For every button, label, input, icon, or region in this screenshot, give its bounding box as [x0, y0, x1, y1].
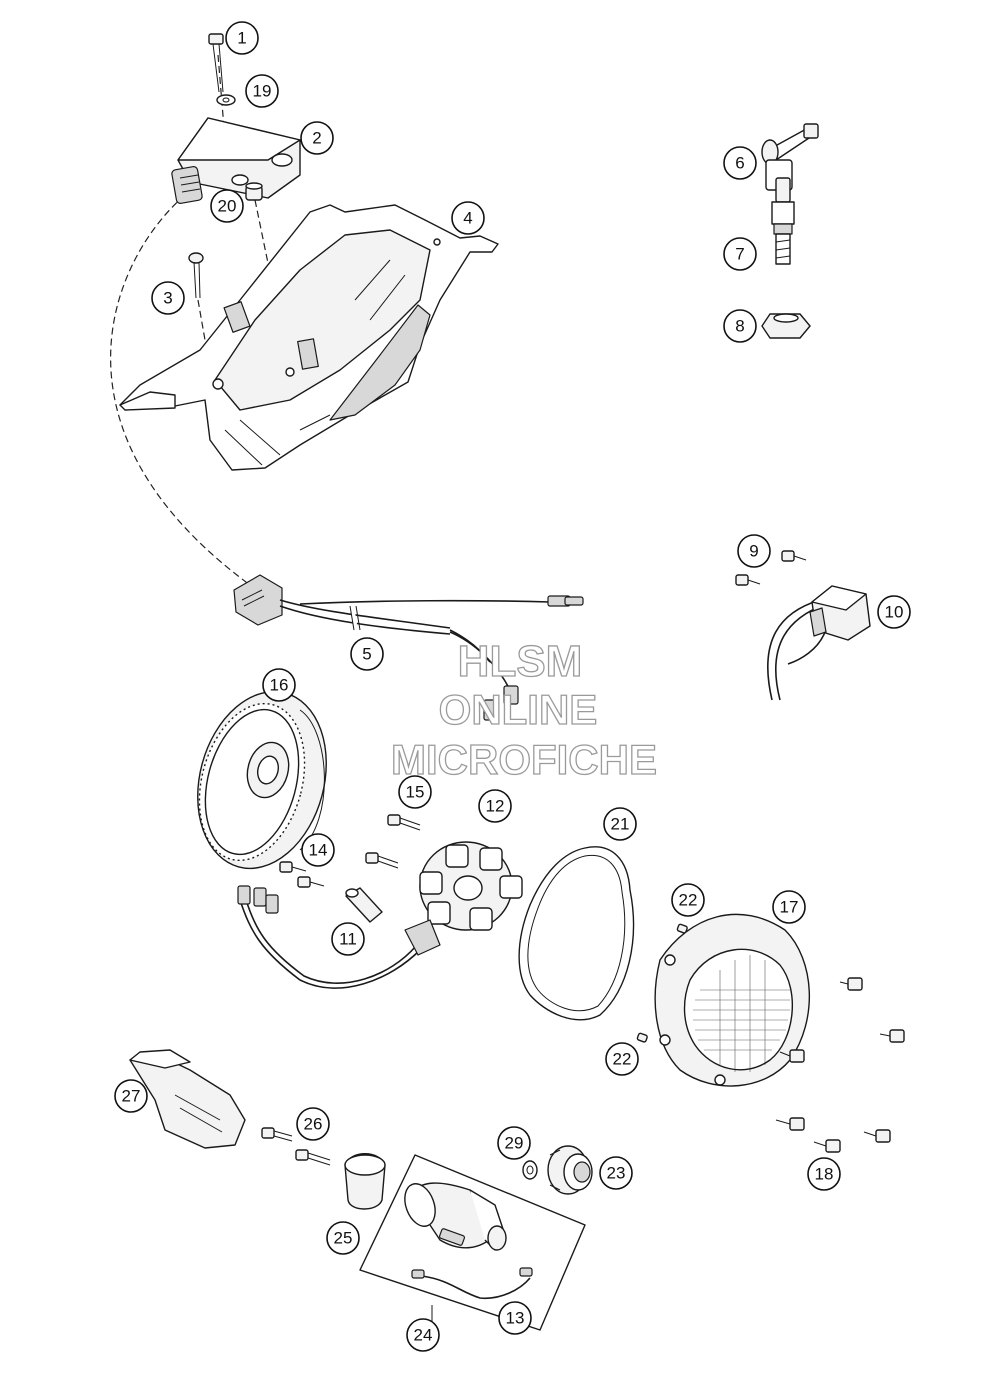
callout-21: 21: [603, 807, 637, 841]
screw-part-1: [208, 33, 224, 93]
callout-19: 19: [245, 74, 279, 108]
callout-25: 25: [326, 1221, 360, 1255]
callout-5: 5: [350, 637, 384, 671]
callout-24: 24: [406, 1318, 440, 1352]
callout-3: 3: [151, 281, 185, 315]
callout-23: 23: [599, 1156, 633, 1190]
svg-text:27: 27: [122, 1087, 141, 1106]
svg-text:9: 9: [749, 542, 758, 561]
callout-10: 10: [877, 595, 911, 629]
screw-part-9a: [781, 550, 807, 562]
gasket-inner-21: [527, 854, 626, 1012]
svg-text:22: 22: [613, 1050, 632, 1069]
svg-text:14: 14: [309, 841, 328, 860]
callout-26: 26: [296, 1107, 330, 1141]
cover-part-27: [129, 1049, 246, 1149]
callout-22a: 22: [671, 883, 705, 917]
screw-part-15b: [365, 852, 399, 869]
callout-8: 8: [723, 309, 757, 343]
svg-text:10: 10: [885, 603, 904, 622]
starter-gear-part-23: [547, 1145, 593, 1195]
ecu-part-2: [171, 117, 301, 204]
screw-part-14: [279, 861, 307, 873]
starter-motor-part-24: [404, 1182, 507, 1251]
screw-part-26b: [295, 1149, 331, 1166]
svg-text:18: 18: [815, 1165, 834, 1184]
bearing-part-29: [522, 1160, 538, 1180]
svg-text:8: 8: [735, 317, 744, 336]
spark-plug-part-7: [771, 177, 795, 265]
seal-part-8: [761, 313, 811, 339]
svg-text:24: 24: [414, 1326, 433, 1345]
svg-text:21: 21: [611, 815, 630, 834]
callout-12: 12: [478, 789, 512, 823]
stator-part-12: [237, 841, 523, 989]
svg-text:17: 17: [780, 898, 799, 917]
svg-text:19: 19: [253, 82, 272, 101]
callout-20: 20: [210, 189, 244, 223]
svg-text:26: 26: [304, 1115, 323, 1134]
svg-text:3: 3: [163, 289, 172, 308]
gasket-part-21: [518, 846, 635, 1021]
clamp-part-11: [345, 887, 383, 923]
svg-text:12: 12: [486, 797, 505, 816]
watermark-line-2: ONLINE: [439, 686, 598, 733]
watermark-line-1: HLSM: [458, 637, 583, 686]
svg-text:5: 5: [362, 645, 371, 664]
svg-text:22: 22: [679, 891, 698, 910]
screw-part-14b: [297, 876, 325, 888]
svg-text:25: 25: [334, 1229, 353, 1248]
dowel-pin-part-22a: [676, 923, 688, 934]
callout-15: 15: [398, 775, 432, 809]
bracket-part-4: [119, 204, 499, 471]
ignition-coil-part-10: [767, 585, 871, 701]
callout-16: 16: [262, 668, 296, 702]
screw-part-3: [188, 252, 204, 299]
cable-part-13: [411, 1267, 533, 1300]
watermark-line-3: MICROFICHE: [391, 736, 657, 783]
callout-17: 17: [772, 890, 806, 924]
flywheel-part-16: [197, 690, 327, 870]
svg-text:20: 20: [218, 197, 237, 216]
svg-text:2: 2: [312, 129, 321, 148]
callout-7: 7: [723, 237, 757, 271]
washer-part-19: [216, 94, 236, 106]
callout-27: 27: [114, 1079, 148, 1113]
screw-part-26: [261, 1127, 293, 1142]
dowel-pin-part-22b: [636, 1032, 648, 1043]
callout-6: 6: [723, 146, 757, 180]
svg-text:23: 23: [607, 1164, 626, 1183]
callout-14: 14: [301, 833, 335, 867]
svg-text:16: 16: [270, 676, 289, 695]
callout-9: 9: [737, 534, 771, 568]
svg-text:13: 13: [506, 1309, 525, 1328]
grommet-part-20: [245, 182, 263, 201]
screw-part-9b: [735, 574, 761, 586]
screw-part-15: [387, 814, 421, 831]
callout-18: 18: [807, 1157, 841, 1191]
starter-bracket-part-25: [344, 1153, 386, 1210]
callout-1: 1: [225, 21, 259, 55]
callout-2: 2: [300, 121, 334, 155]
svg-text:29: 29: [505, 1134, 524, 1153]
callout-29: 29: [497, 1126, 531, 1160]
svg-text:15: 15: [406, 783, 425, 802]
svg-text:7: 7: [735, 245, 744, 264]
ignition-cover-part-17: [654, 913, 811, 1087]
wiring-harness-part-5: [233, 574, 584, 721]
ecu-harness-leader: [110, 194, 251, 586]
bolts-part-18: [775, 977, 905, 1153]
svg-text:4: 4: [463, 209, 472, 228]
callout-22b: 22: [605, 1042, 639, 1076]
callout-4: 4: [451, 201, 485, 235]
svg-text:11: 11: [339, 930, 357, 949]
callout-13: 13: [498, 1301, 532, 1335]
svg-text:6: 6: [735, 154, 744, 173]
svg-text:1: 1: [237, 29, 246, 48]
callout-11: 11: [331, 922, 365, 956]
